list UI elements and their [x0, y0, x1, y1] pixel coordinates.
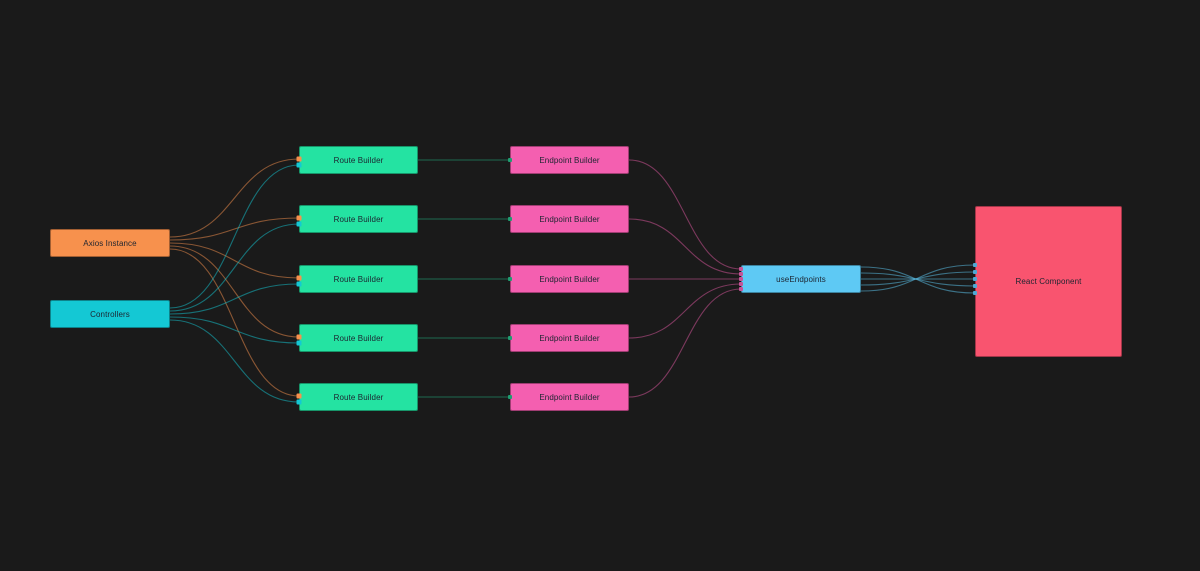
edge-axios-to-route[interactable] — [169, 217, 300, 241]
endpoint-builder-5-label: Endpoint Builder — [539, 392, 600, 402]
connection-handle[interactable] — [508, 277, 512, 281]
route-builder-2-node[interactable]: Route Builder — [299, 205, 418, 233]
controllers-node[interactable]: Controllers — [50, 300, 170, 328]
edge-axios-to-route[interactable] — [169, 242, 300, 279]
connection-handle[interactable] — [296, 215, 302, 221]
edge-controllers-to-route[interactable] — [169, 164, 300, 309]
endpoint-builder-4-label: Endpoint Builder — [539, 333, 600, 343]
endpoint-builder-3-label: Endpoint Builder — [539, 274, 600, 284]
connection-handle[interactable] — [296, 156, 302, 162]
endpoint-builder-1-node[interactable]: Endpoint Builder — [510, 146, 629, 174]
connection-handle[interactable] — [296, 393, 302, 399]
route-builder-5-node[interactable]: Route Builder — [299, 383, 418, 411]
edge-endpoint-to-hook[interactable] — [628, 288, 742, 398]
axios-instance-label: Axios Instance — [83, 238, 137, 248]
connection-handle[interactable] — [973, 270, 977, 274]
edge-controllers-to-route[interactable] — [169, 316, 300, 344]
connection-handle[interactable] — [973, 263, 977, 267]
route-builder-2-label: Route Builder — [333, 214, 384, 224]
connection-handle[interactable] — [296, 334, 302, 340]
connection-handle[interactable] — [296, 340, 302, 346]
edge-endpoint-to-hook[interactable] — [628, 159, 742, 270]
route-builder-1-label: Route Builder — [333, 155, 384, 165]
edge-controllers-to-route[interactable] — [169, 319, 300, 403]
connection-handle[interactable] — [296, 221, 302, 227]
edge-axios-to-route[interactable] — [169, 248, 300, 397]
connection-handle[interactable] — [739, 287, 743, 291]
edge-endpoint-to-hook[interactable] — [628, 218, 742, 275]
axios-instance-node[interactable]: Axios Instance — [50, 229, 170, 257]
edge-endpoint-to-hook[interactable] — [628, 283, 742, 339]
edge-axios-to-route[interactable] — [169, 158, 300, 238]
connection-handle[interactable] — [973, 277, 977, 281]
route-builder-5-label: Route Builder — [333, 392, 384, 402]
connection-handle[interactable] — [973, 284, 977, 288]
connection-handle[interactable] — [296, 162, 302, 168]
connection-handle[interactable] — [296, 275, 302, 281]
connection-handle[interactable] — [508, 158, 512, 162]
connection-handle[interactable] — [739, 272, 743, 276]
endpoint-builder-1-label: Endpoint Builder — [539, 155, 600, 165]
connection-handle[interactable] — [508, 336, 512, 340]
route-builder-4-label: Route Builder — [333, 333, 384, 343]
connection-handle[interactable] — [739, 267, 743, 271]
connection-handle[interactable] — [296, 281, 302, 287]
connection-handle[interactable] — [508, 217, 512, 221]
endpoint-builder-2-label: Endpoint Builder — [539, 214, 600, 224]
edge-controllers-to-route[interactable] — [169, 283, 300, 315]
connection-handle[interactable] — [973, 291, 977, 295]
endpoint-builder-3-node[interactable]: Endpoint Builder — [510, 265, 629, 293]
controllers-label: Controllers — [90, 309, 130, 319]
route-builder-3-node[interactable]: Route Builder — [299, 265, 418, 293]
edge-controllers-to-route[interactable] — [169, 223, 300, 312]
edge-hook-to-component[interactable] — [860, 264, 976, 292]
route-builder-4-node[interactable]: Route Builder — [299, 324, 418, 352]
route-builder-3-label: Route Builder — [333, 274, 384, 284]
edge-axios-to-route[interactable] — [169, 245, 300, 338]
endpoint-builder-2-node[interactable]: Endpoint Builder — [510, 205, 629, 233]
endpoint-builder-4-node[interactable]: Endpoint Builder — [510, 324, 629, 352]
connection-handle[interactable] — [296, 399, 302, 405]
use-endpoints-node[interactable]: useEndpoints — [741, 265, 861, 293]
use-endpoints-label: useEndpoints — [776, 274, 826, 284]
route-builder-1-node[interactable]: Route Builder — [299, 146, 418, 174]
react-component-label: React Component — [1015, 277, 1082, 286]
endpoint-builder-5-node[interactable]: Endpoint Builder — [510, 383, 629, 411]
connection-handle[interactable] — [508, 395, 512, 399]
connection-handle[interactable] — [739, 277, 743, 281]
connection-handle[interactable] — [739, 282, 743, 286]
react-component-node[interactable]: React Component — [975, 206, 1122, 357]
